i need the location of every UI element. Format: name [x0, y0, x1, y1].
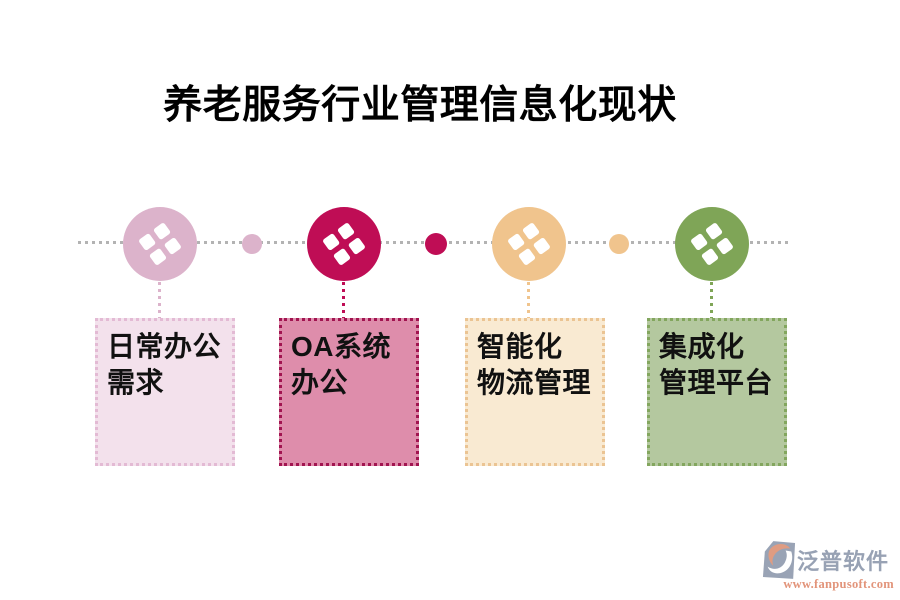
timeline-dot-3 [609, 234, 629, 254]
stage-card-1: 日常办公 需求 [95, 318, 235, 466]
brand-name: 泛普软件 [797, 549, 890, 574]
stage-connector-3 [527, 282, 530, 318]
stage-card-3: 智能化 物流管理 [465, 318, 605, 466]
stage-connector-4 [710, 282, 713, 318]
stage-card-label: OA系统 办公 [291, 331, 392, 398]
timeline-dot-1 [242, 234, 262, 254]
timeline-dot-2 [425, 233, 447, 255]
fanpu-logo-icon [762, 541, 796, 579]
stage-card-label: 集成化 管理平台 [659, 331, 774, 398]
stage-circle-4 [675, 207, 749, 281]
stage-card-label: 日常办公 需求 [107, 331, 222, 398]
stage-circle-2 [307, 207, 381, 281]
stage-circle-3 [492, 207, 566, 281]
stage-connector-1 [158, 282, 161, 318]
stage-card-2: OA系统 办公 [279, 318, 419, 466]
diamond-cluster-icon [691, 223, 733, 265]
page-title: 养老服务行业管理信息化现状 [163, 84, 677, 127]
brand-watermark: 泛普软件 www.fanpusoft.com [762, 540, 894, 592]
stage-connector-2 [342, 282, 345, 318]
stage-card-label: 智能化 物流管理 [477, 331, 592, 398]
diamond-cluster-icon [508, 223, 550, 265]
diamond-cluster-icon [323, 223, 365, 265]
stage-card-4: 集成化 管理平台 [647, 318, 787, 466]
diamond-cluster-icon [139, 223, 181, 265]
brand-url: www.fanpusoft.com [783, 577, 894, 591]
stage-circle-1 [123, 207, 197, 281]
